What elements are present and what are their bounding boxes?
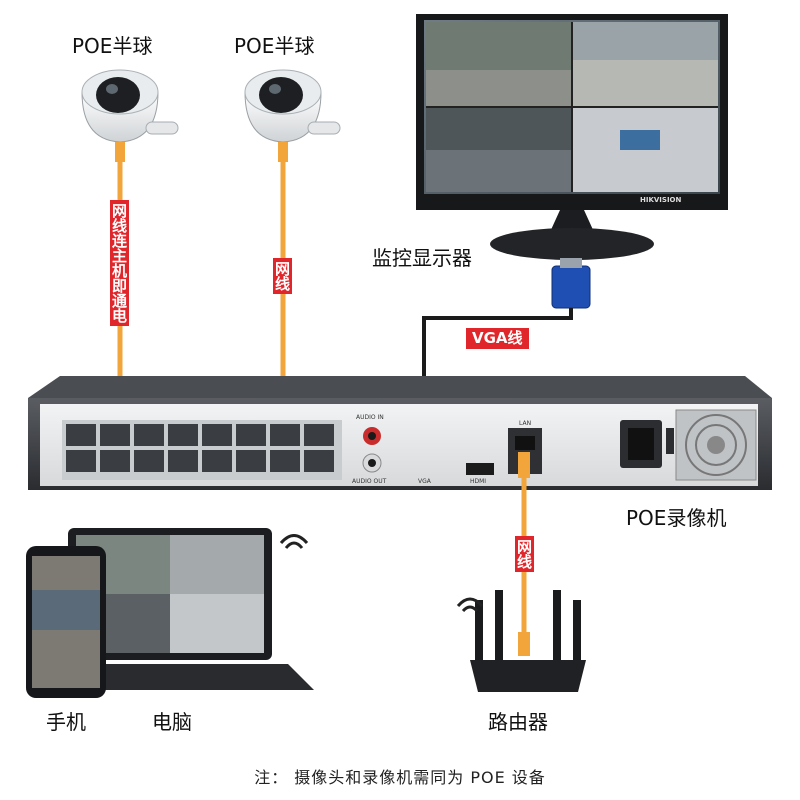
cable-3-tag: 网线 xyxy=(515,536,534,572)
audio-out-label: AUDIO OUT xyxy=(352,478,387,485)
fan-grille xyxy=(675,409,757,481)
monitor-brand: HIKVISION xyxy=(640,196,682,204)
phone xyxy=(26,546,106,698)
nvr-label: POE录像机 xyxy=(626,506,727,530)
vga-tag: VGA线 xyxy=(466,328,529,349)
monitor xyxy=(416,14,728,260)
vga-port-label: VGA xyxy=(418,478,431,485)
cable-1-tag-text: 网线连主机即通电 xyxy=(110,203,128,323)
router xyxy=(456,590,586,692)
power-socket xyxy=(620,420,674,468)
poe-port-block xyxy=(64,422,340,478)
hdmi-port xyxy=(466,463,494,475)
lan-label: LAN xyxy=(519,420,532,427)
hdmi-label: HDMI xyxy=(470,478,487,485)
cable-3-tag-text: 网线 xyxy=(515,539,533,569)
audio-in-label: AUDIO IN xyxy=(356,414,384,421)
router-label: 路由器 xyxy=(488,710,548,734)
pc-label: 电脑 xyxy=(152,710,192,734)
audio-jacks xyxy=(362,427,382,473)
camera-1-label: POE半球 xyxy=(72,34,153,58)
cable-1-tag: 网线连主机即通电 xyxy=(110,200,129,326)
dome-camera-1 xyxy=(81,69,179,143)
cable-2-tag: 网线 xyxy=(273,258,292,294)
footnote: 注： 摄像头和录像机需同为 POE 设备 xyxy=(254,768,546,787)
monitor-label: 监控显示器 xyxy=(372,246,472,270)
cable-2-tag-text: 网线 xyxy=(273,261,291,291)
dome-camera-2 xyxy=(244,69,341,143)
phone-label: 手机 xyxy=(46,710,86,734)
camera-2-label: POE半球 xyxy=(234,34,315,58)
